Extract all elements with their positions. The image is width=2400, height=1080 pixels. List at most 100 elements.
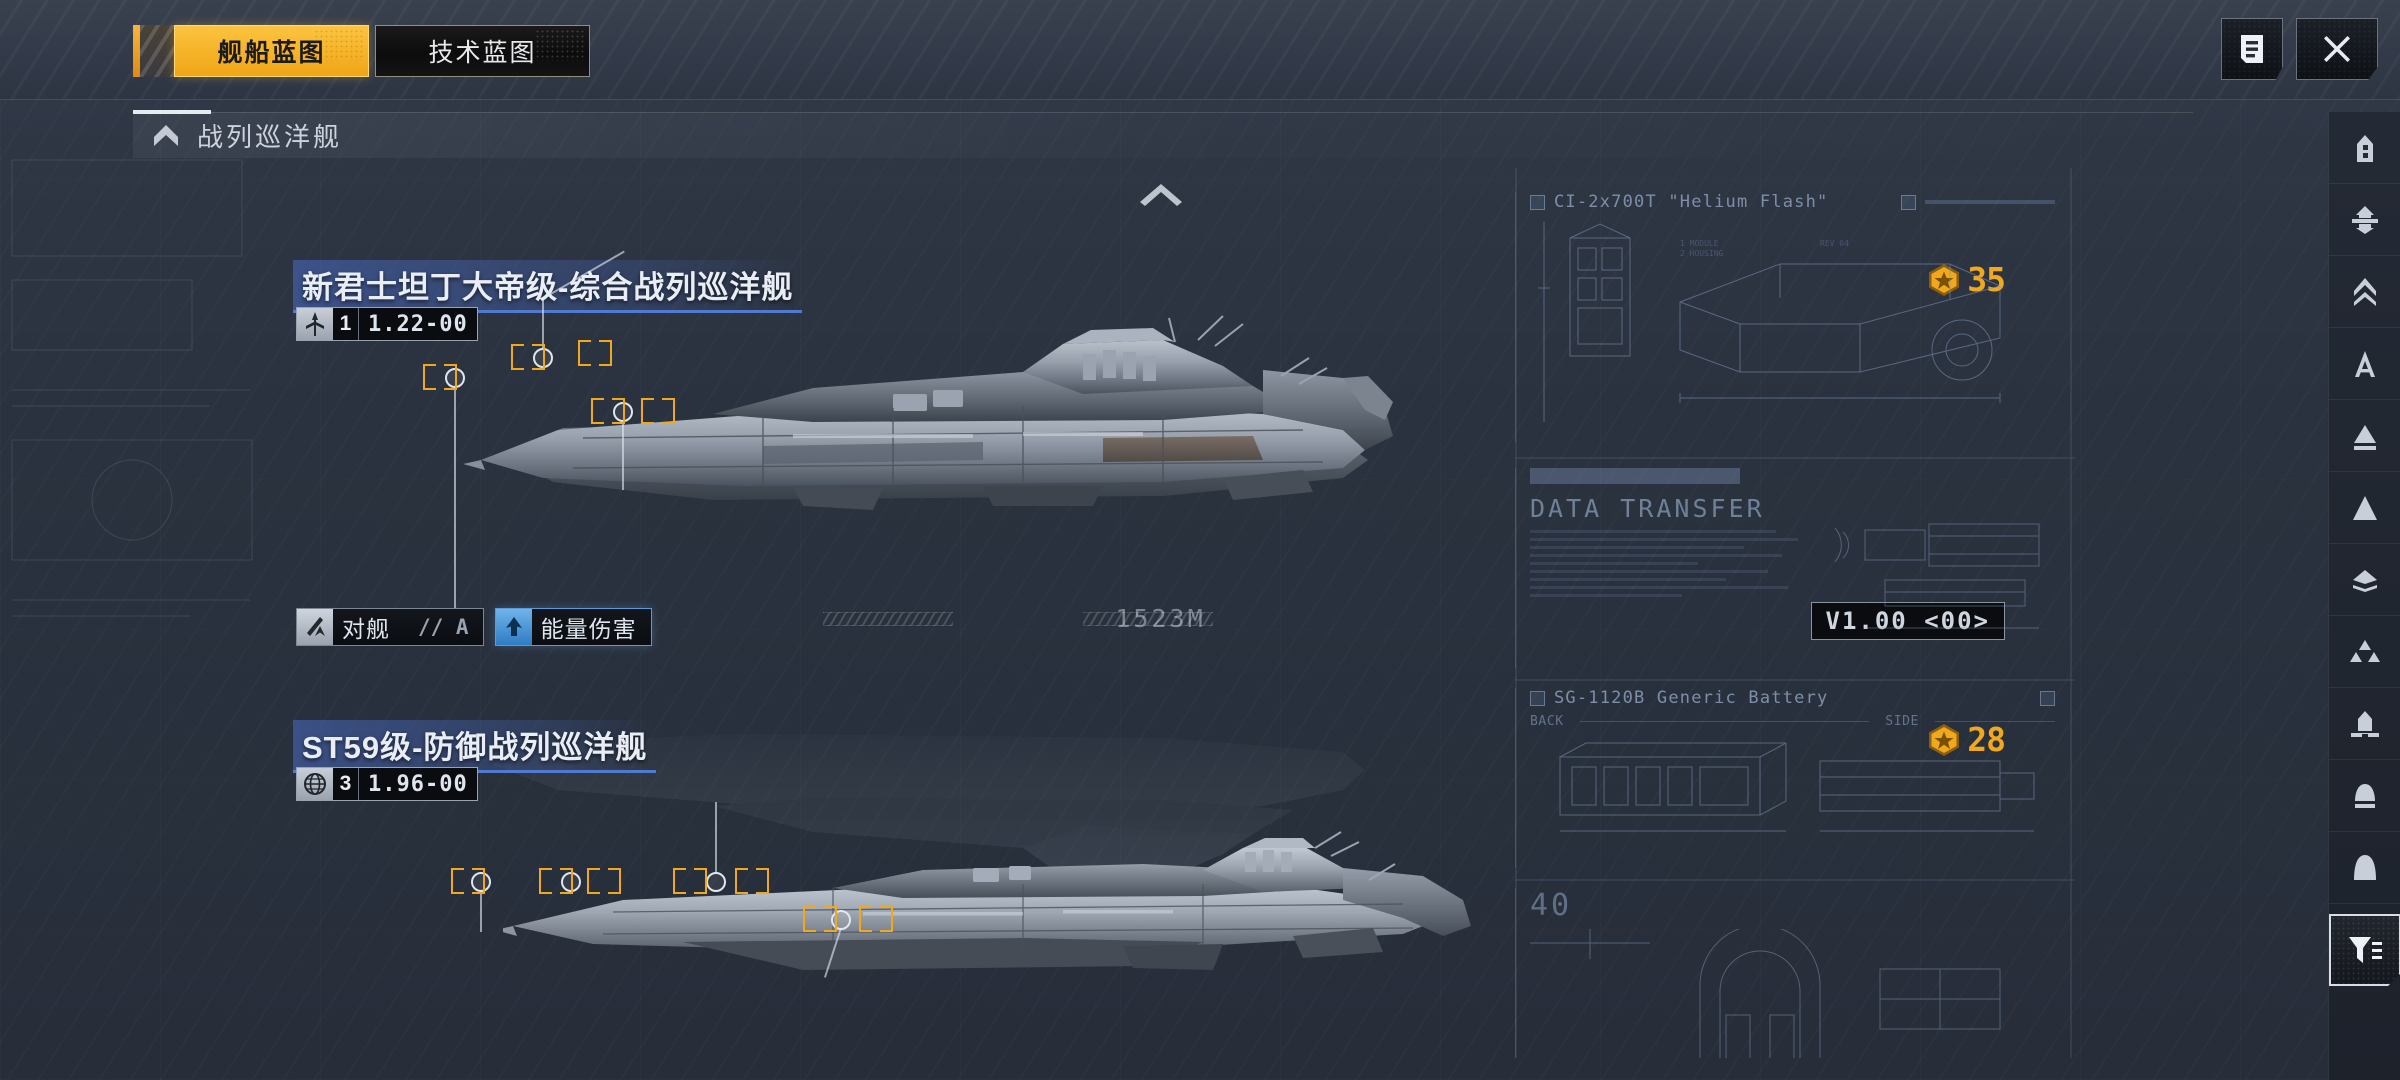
- tech-panel-title: DATA TRANSFER: [1530, 494, 1765, 523]
- chevron-up-badge-icon: [154, 124, 178, 146]
- hull-module-icon: [2357, 134, 2373, 162]
- tech-panel-head: CI-2x700T "Helium Flash": [1530, 192, 2055, 212]
- module-leader-line: [542, 300, 544, 350]
- module-bracket: [578, 340, 612, 366]
- ship-tag[interactable]: 对舰 // A: [296, 608, 484, 646]
- module-bracket: [673, 868, 707, 894]
- sidebar-item-hull-module[interactable]: [2329, 112, 2400, 184]
- checkbox-icon[interactable]: [1530, 690, 1545, 706]
- globe-shield-icon: [297, 768, 333, 800]
- ship-reflection: [481, 734, 1365, 880]
- tab-ship-blueprint[interactable]: 舰船蓝图: [174, 25, 369, 77]
- module-bracket: [587, 868, 621, 894]
- breadcrumb[interactable]: 战列巡洋舰: [133, 110, 2193, 158]
- length-hatch-right: [1083, 612, 1213, 626]
- ship-stat-value: 1.22-00: [368, 311, 468, 337]
- ship-tags: 对舰 // A 能量伤害: [296, 608, 652, 646]
- sidebar-item-station[interactable]: [2329, 688, 2400, 760]
- ship-name: 新君士坦丁大帝级-综合战列巡洋舰: [293, 260, 803, 313]
- list-button[interactable]: [2221, 18, 2283, 80]
- module-marker[interactable]: [706, 872, 726, 892]
- ship-stat-badge: 1 1.22-00: [296, 307, 478, 341]
- battlecruiser-hull-art: [463, 315, 1393, 510]
- tab-bar: 舰船蓝图 技术蓝图: [133, 25, 590, 77]
- checkbox-icon[interactable]: [1901, 194, 1916, 210]
- ship-tag-sub: // A: [418, 615, 469, 639]
- fighter-squad-icon: [2350, 639, 2380, 662]
- technical-blueprint-column: CI-2x700T "Helium Flash": [1515, 168, 2075, 1058]
- carrier-class-icon: [2353, 569, 2377, 592]
- ship-tag-label: 对舰: [342, 616, 390, 642]
- battlecruiser-class-icon: [2354, 424, 2376, 450]
- sidebar-item-fighter[interactable]: [2329, 616, 2400, 688]
- sidebar-item-transport[interactable]: [2329, 832, 2400, 904]
- ship-tag[interactable]: 能量伤害: [494, 608, 652, 646]
- svg-text:REV 04: REV 04: [1820, 239, 1849, 248]
- filter-sort-button[interactable]: [2329, 914, 2400, 986]
- ship-stat-rank: 3: [333, 768, 359, 800]
- close-icon: [2324, 36, 2350, 62]
- tech-progress-bar: [1925, 200, 2055, 204]
- breadcrumb-tick: [133, 110, 211, 114]
- tab-tech-blueprint[interactable]: 技术蓝图: [375, 25, 590, 77]
- ship-entry[interactable]: ST59级-防御战列巡洋舰 3 1.96-00: [133, 710, 2188, 1080]
- tab-tech-blueprint-label: 技术蓝图: [428, 39, 537, 67]
- tech-body-lines: [1530, 530, 1815, 597]
- sidebar-item-corvette[interactable]: [2329, 760, 2400, 832]
- module-bracket: [859, 906, 893, 932]
- module-bracket: [641, 398, 675, 424]
- tech-panel: 40: [1515, 888, 2055, 1058]
- module-leader-line: [622, 420, 624, 490]
- destroyer-class-icon: [2354, 277, 2376, 306]
- tech-panel-title: CI-2x700T "Helium Flash": [1554, 192, 1829, 212]
- tech-view-label-back: BACK: [1530, 714, 1564, 729]
- tech-panel-number: 40: [1530, 888, 1573, 923]
- sidebar-item-destroyer[interactable]: [2329, 256, 2400, 328]
- ship-stat-rank: 1: [333, 308, 359, 340]
- anti-ship-arrow-icon: [297, 609, 333, 645]
- module-bracket: [423, 364, 457, 390]
- antenna-blueprint-drawing: [1834, 523, 2040, 629]
- sidebar-item-battleship[interactable]: [2329, 472, 2400, 544]
- checkbox-icon[interactable]: [2040, 690, 2055, 706]
- module-bracket: [539, 868, 573, 894]
- module-bracket: [511, 344, 545, 370]
- station-class-icon: [2351, 710, 2379, 737]
- ship-entry[interactable]: 新君士坦丁大帝级-综合战列巡洋舰 1 1.22-00: [133, 200, 2188, 880]
- sidebar-item-frigate[interactable]: [2329, 184, 2400, 256]
- top-bar-actions: [2221, 18, 2378, 80]
- ship-list: 新君士坦丁大帝级-综合战列巡洋舰 1 1.22-00: [133, 160, 2188, 1080]
- tech-panel-title: SG-1120B Generic Battery: [1554, 688, 1829, 708]
- defensive-battlecruiser-hull-art: [495, 831, 1471, 970]
- tab-accent-bar: [133, 25, 140, 77]
- ship-tag-label: 能量伤害: [540, 616, 637, 642]
- blueprint-count: 28: [1967, 720, 2006, 759]
- close-button[interactable]: [2296, 18, 2378, 80]
- clipboard-list-icon: [2241, 35, 2263, 63]
- frigate-class-icon: [2352, 205, 2378, 234]
- sidebar-item-carrier[interactable]: [2329, 544, 2400, 616]
- ship-length: 1523M: [1115, 604, 1205, 633]
- checkbox-icon[interactable]: [1530, 194, 1545, 210]
- scroll-up-button[interactable]: [1138, 180, 1184, 206]
- module-bracket: [803, 906, 837, 932]
- ship-silhouette-icon: [297, 308, 333, 340]
- ship-illustration: [423, 250, 1523, 880]
- filter-funnel-icon: [2349, 937, 2382, 963]
- tech-header-bar: [1530, 468, 1740, 484]
- tab-dot-texture: [314, 29, 364, 61]
- blueprint-star-hex-icon: [1929, 723, 1960, 756]
- tab-dot-texture: [535, 29, 585, 61]
- sidebar-item-cruiser[interactable]: [2329, 328, 2400, 400]
- svg-text:2 HOUSING: 2 HOUSING: [1680, 249, 1724, 258]
- tech-panel: CI-2x700T "Helium Flash": [1515, 192, 2055, 442]
- module-leader-line: [454, 386, 456, 626]
- breadcrumb-label: 战列巡洋舰: [197, 122, 343, 152]
- module-leader-line: [480, 890, 482, 932]
- frame-blueprint-drawing: [1530, 924, 2001, 1058]
- battleship-class-icon: [2353, 495, 2377, 520]
- tab-slash-decor: [140, 25, 174, 77]
- sidebar-item-battlecruiser[interactable]: [2329, 400, 2400, 472]
- battery-blueprint-drawing: [1559, 742, 2035, 832]
